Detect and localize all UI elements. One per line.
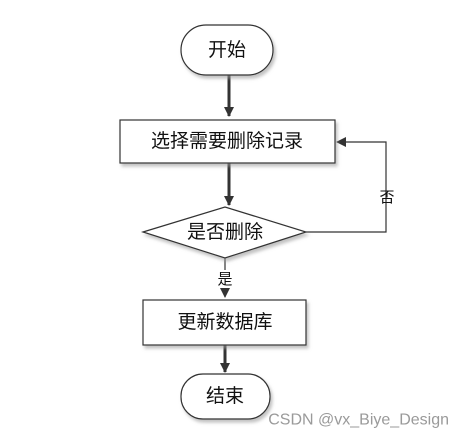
end-label: 结束: [206, 385, 244, 407]
update-database-label: 更新数据库: [177, 311, 272, 333]
update-database-node: 更新数据库: [142, 299, 307, 346]
decision-label: 是否删除: [187, 221, 263, 243]
select-record-node: 选择需要删除记录: [119, 119, 336, 164]
edge-label-yes: 是: [217, 270, 232, 288]
start-node: 开始: [180, 24, 274, 76]
end-node: 结束: [180, 373, 271, 420]
decision-node: 是否删除: [140, 206, 308, 259]
start-label: 开始: [208, 39, 246, 61]
select-record-label: 选择需要删除记录: [151, 130, 303, 152]
watermark-text: CSDN @vx_Biye_Design: [268, 412, 449, 429]
edge-label-no: 否: [379, 188, 394, 206]
arrow-decision-no-loop: [306, 137, 387, 233]
